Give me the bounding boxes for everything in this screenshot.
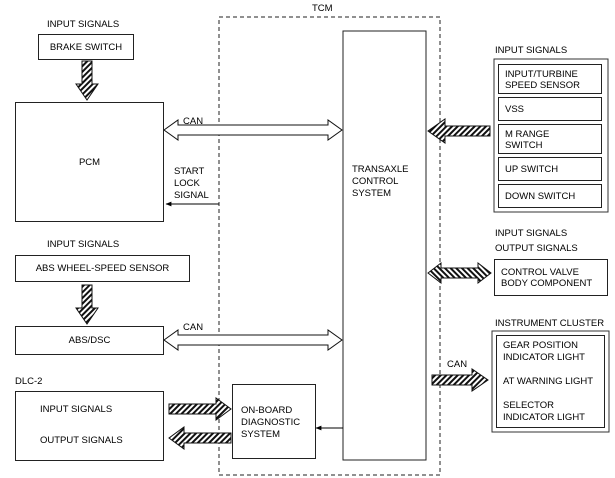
control-valve-box: CONTROL VALVE BODY COMPONENT bbox=[494, 259, 608, 296]
transaxle-line-3: SYSTEM bbox=[352, 188, 392, 199]
dlc-box bbox=[15, 391, 164, 461]
vss-box: VSS bbox=[498, 97, 602, 121]
control-valve-double-arrow bbox=[427, 261, 492, 285]
gear-position-line-1: GEAR POSITION bbox=[503, 340, 578, 351]
abs-input-heading: INPUT SIGNALS bbox=[47, 239, 120, 250]
cluster-arrow bbox=[431, 368, 489, 392]
m-range-line-1: M RANGE bbox=[505, 129, 550, 140]
selector-line-2: INDICATOR LIGHT bbox=[503, 412, 585, 423]
m-range-line-2: SWITCH bbox=[505, 140, 543, 151]
brake-input-heading: INPUT SIGNALS bbox=[47, 19, 120, 30]
turbine-sensor-line-1: INPUT/TURBINE bbox=[505, 69, 578, 80]
turbine-sensor-box: INPUT/TURBINE SPEED SENSOR bbox=[498, 64, 602, 94]
down-switch-box: DOWN SWITCH bbox=[498, 184, 602, 208]
dlc-input-label: INPUT SIGNALS bbox=[40, 404, 113, 415]
pcm-can-double-arrow bbox=[163, 119, 343, 141]
cluster-frame bbox=[491, 330, 610, 433]
cv-input-heading: INPUT SIGNALS bbox=[495, 228, 568, 239]
cluster-can-label: CAN bbox=[447, 359, 468, 370]
at-warning-light: AT WARNING LIGHT bbox=[503, 376, 594, 387]
transaxle-line-1: TRANSAXLE bbox=[352, 164, 409, 175]
dlc-output-arrow bbox=[168, 426, 232, 450]
abs-sensor-box: ABS WHEEL-SPEED SENSOR bbox=[15, 255, 190, 282]
brake-to-pcm-arrow bbox=[75, 60, 99, 101]
start-lock-line-3: SIGNAL bbox=[174, 190, 209, 201]
tcm-boundary bbox=[218, 16, 441, 476]
m-range-switch-box: M RANGE SWITCH bbox=[498, 124, 602, 154]
abs-sensor-to-dsc-arrow bbox=[75, 284, 99, 325]
selector-line-1: SELECTOR bbox=[503, 400, 555, 411]
start-lock-line-2: LOCK bbox=[174, 178, 200, 189]
gear-position-line-2: INDICATOR LIGHT bbox=[503, 352, 585, 363]
control-valve-line-2: BODY COMPONENT bbox=[501, 278, 593, 289]
right-input-heading: INPUT SIGNALS bbox=[495, 45, 568, 56]
abs-dsc-box: ABS/DSC bbox=[15, 326, 164, 355]
dlc-output-label: OUTPUT SIGNALS bbox=[40, 435, 123, 446]
transaxle-control-box bbox=[342, 30, 427, 461]
right-inputs-arrow bbox=[427, 118, 491, 144]
obd-line-2: DIAGNOSTIC bbox=[241, 417, 301, 428]
dlc-input-arrow bbox=[168, 397, 232, 421]
pcm-can-label: CAN bbox=[183, 116, 204, 127]
transaxle-line-2: CONTROL bbox=[352, 176, 399, 187]
abs-can-double-arrow bbox=[163, 329, 343, 351]
obd-line-1: ON-BOARD bbox=[241, 405, 293, 416]
cluster-heading: INSTRUMENT CLUSTER bbox=[495, 318, 605, 329]
obd-line-3: SYSTEM bbox=[241, 429, 281, 440]
control-valve-line-1: CONTROL VALVE bbox=[501, 267, 579, 278]
tcm-label: TCM bbox=[312, 3, 333, 14]
up-switch-box: UP SWITCH bbox=[498, 157, 602, 181]
cluster-box bbox=[496, 335, 605, 428]
abs-can-label: CAN bbox=[183, 322, 204, 333]
brake-switch-box: BRAKE SWITCH bbox=[38, 34, 134, 60]
start-lock-line-1: START bbox=[174, 166, 205, 177]
dlc-label: DLC-2 bbox=[15, 376, 43, 387]
right-input-group-frame bbox=[493, 58, 609, 213]
obd-box bbox=[232, 384, 316, 459]
cv-output-heading: OUTPUT SIGNALS bbox=[495, 243, 578, 254]
turbine-sensor-line-2: SPEED SENSOR bbox=[505, 80, 580, 91]
pcm-box: PCM bbox=[15, 102, 164, 222]
